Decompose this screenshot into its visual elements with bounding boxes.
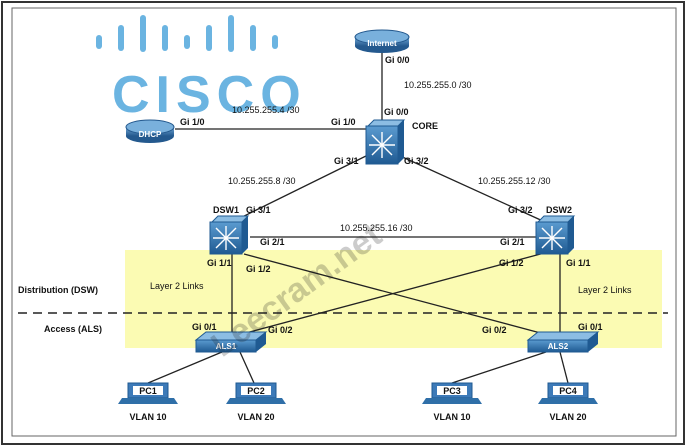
- link-core-dsw2: [397, 154, 546, 223]
- pc1[interactable]: PC1 VLAN 10: [118, 382, 178, 422]
- subnet-internet-core: 10.255.255.0 /30: [404, 80, 472, 90]
- dsw1-gi21-label: Gi 2/1: [260, 237, 285, 247]
- pc3-vlan: VLAN 10: [433, 412, 470, 422]
- link-core-dsw1: [231, 154, 369, 223]
- access-zone-label: Access (ALS): [44, 324, 102, 334]
- cisco-wordmark: CISCO: [112, 66, 307, 124]
- pc4-vlan: VLAN 20: [549, 412, 586, 422]
- dsw1-switch[interactable]: DSW1: [209, 205, 250, 255]
- als2-label: ALS2: [548, 342, 569, 351]
- dhcp-label: DHCP: [139, 130, 162, 139]
- link-als2-pc4: [559, 351, 569, 384]
- dsw1-gi31-label: Gi 3/1: [246, 205, 271, 215]
- als1-gi01-label: Gi 0/1: [192, 322, 217, 332]
- dsw2-switch[interactable]: DSW2: [535, 205, 576, 255]
- pc3-label: PC3: [443, 386, 461, 396]
- subnet-dhcp-core: 10.255.255.4 /30: [232, 105, 300, 115]
- link-als1-pc1: [147, 351, 223, 384]
- dsw1-label: DSW1: [213, 205, 239, 215]
- core-gi32-label: Gi 3/2: [404, 156, 429, 166]
- dhcp-gi-label: Gi 1/0: [180, 117, 205, 127]
- distribution-zone-label: Distribution (DSW): [18, 285, 98, 295]
- link-als1-pc2: [239, 351, 255, 384]
- als1-switch[interactable]: ALS1: [194, 331, 268, 353]
- dhcp-router[interactable]: DHCP: [125, 119, 175, 143]
- core-gi10-label: Gi 1/0: [331, 117, 356, 127]
- inner-frame: [11, 7, 677, 437]
- pc1-vlan: VLAN 10: [129, 412, 166, 422]
- switch-icon: [195, 339, 257, 353]
- router-icon: [125, 119, 175, 135]
- dsw2-gi21-label: Gi 2/1: [500, 237, 525, 247]
- pc4[interactable]: PC4 VLAN 20: [538, 382, 598, 422]
- pc1-label: PC1: [139, 386, 157, 396]
- layer2-links-right: Layer 2 Links: [578, 285, 632, 295]
- core-gi00-label: Gi 0/0: [384, 107, 409, 117]
- dsw2-gi32-label: Gi 3/2: [508, 205, 533, 215]
- internet-label: Internet: [367, 39, 397, 48]
- pc2-vlan: VLAN 20: [237, 412, 274, 422]
- dsw1-gi12-label: Gi 1/2: [246, 264, 271, 274]
- link-als2-pc3: [451, 351, 547, 384]
- als1-gi02-label: Gi 0/2: [268, 325, 293, 335]
- als1-label: ALS1: [216, 342, 237, 351]
- dsw2-label: DSW2: [546, 205, 572, 215]
- links: [147, 50, 569, 384]
- cisco-logo: CISCO: [96, 15, 307, 124]
- pc2[interactable]: PC2 VLAN 20: [226, 382, 286, 422]
- router-icon: [354, 29, 410, 45]
- core-switch[interactable]: CORE: [365, 119, 438, 165]
- als2-switch[interactable]: ALS2: [526, 331, 600, 353]
- pc2-label: PC2: [247, 386, 265, 396]
- dsw2-gi11-label: Gi 1/1: [566, 258, 591, 268]
- als2-gi01-label: Gi 0/1: [578, 322, 603, 332]
- link-dsw1-als2: [243, 253, 549, 336]
- layer2-links-left: Layer 2 Links: [150, 281, 204, 291]
- switch-icon: [527, 339, 589, 353]
- core-gi31-label: Gi 3/1: [334, 156, 359, 166]
- internet-gi-label: Gi 0/0: [385, 55, 410, 65]
- subnet-dsw1-dsw2: 10.255.255.16 /30: [340, 223, 413, 233]
- subnet-core-dsw1: 10.255.255.8 /30: [228, 176, 296, 186]
- subnet-core-dsw2: 10.255.255.12 /30: [478, 176, 551, 186]
- dsw1-gi11-label: Gi 1/1: [207, 258, 232, 268]
- link-dsw2-als1: [245, 251, 549, 334]
- internet-router[interactable]: Internet: [354, 29, 410, 53]
- pc3[interactable]: PC3 VLAN 10: [422, 382, 482, 422]
- cisco-bars-icon: [96, 15, 278, 52]
- als2-gi02-label: Gi 0/2: [482, 325, 507, 335]
- pc4-label: PC4: [559, 386, 577, 396]
- dsw2-gi12-label: Gi 1/2: [499, 258, 524, 268]
- core-label: CORE: [412, 121, 438, 131]
